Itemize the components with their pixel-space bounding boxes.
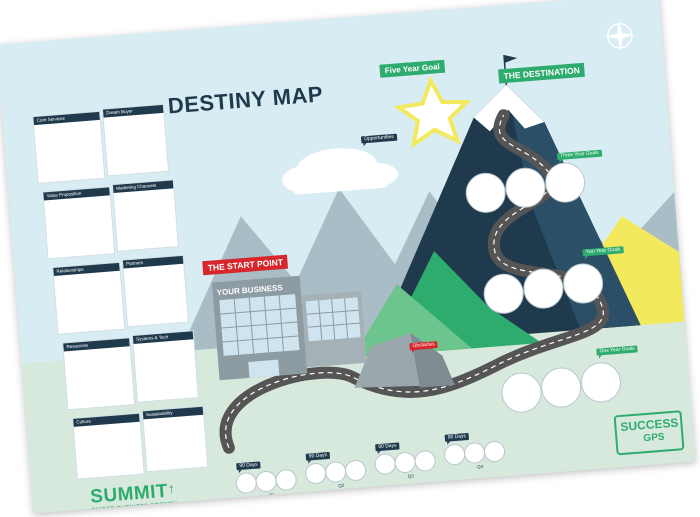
box-value-proposition[interactable]: Value Proposition bbox=[42, 186, 116, 260]
box-culture[interactable]: Culture bbox=[72, 412, 145, 480]
quarter-label: Q3 bbox=[407, 473, 414, 479]
quarter-label: Q2 bbox=[338, 482, 345, 489]
box-marketing-channels[interactable]: Marketing Channels bbox=[111, 179, 180, 252]
snow-cap bbox=[473, 84, 545, 132]
box-partners[interactable]: Partners bbox=[121, 254, 189, 328]
green-hill-front bbox=[352, 284, 472, 358]
cloud bbox=[282, 148, 398, 195]
gps-wordmark: GPS bbox=[643, 431, 665, 445]
quarter-label: Q1 bbox=[268, 492, 275, 498]
flag-icon bbox=[503, 54, 518, 63]
box-resources[interactable]: Resources bbox=[62, 337, 136, 411]
quarter-label: Q4 bbox=[476, 463, 484, 470]
box-core-services[interactable]: Core Services bbox=[32, 110, 106, 184]
star-icon bbox=[393, 76, 472, 149]
box-dream-buyer[interactable]: Dream Buyer bbox=[101, 103, 170, 177]
box-relationships[interactable]: Relationships bbox=[52, 261, 126, 335]
success-gps-logo: SUCCESS GPS bbox=[613, 410, 685, 456]
main-mountain-shade bbox=[506, 84, 641, 330]
arrow-up-icon: ↑ bbox=[167, 480, 176, 497]
compass-icon bbox=[603, 19, 636, 52]
box-sustainability[interactable]: Sustainability bbox=[141, 405, 209, 473]
building-door bbox=[248, 359, 280, 378]
success-wordmark: SUCCESS bbox=[619, 415, 679, 434]
window-grid bbox=[220, 295, 360, 355]
box-systems-tech[interactable]: Systems & Tech bbox=[131, 330, 199, 403]
